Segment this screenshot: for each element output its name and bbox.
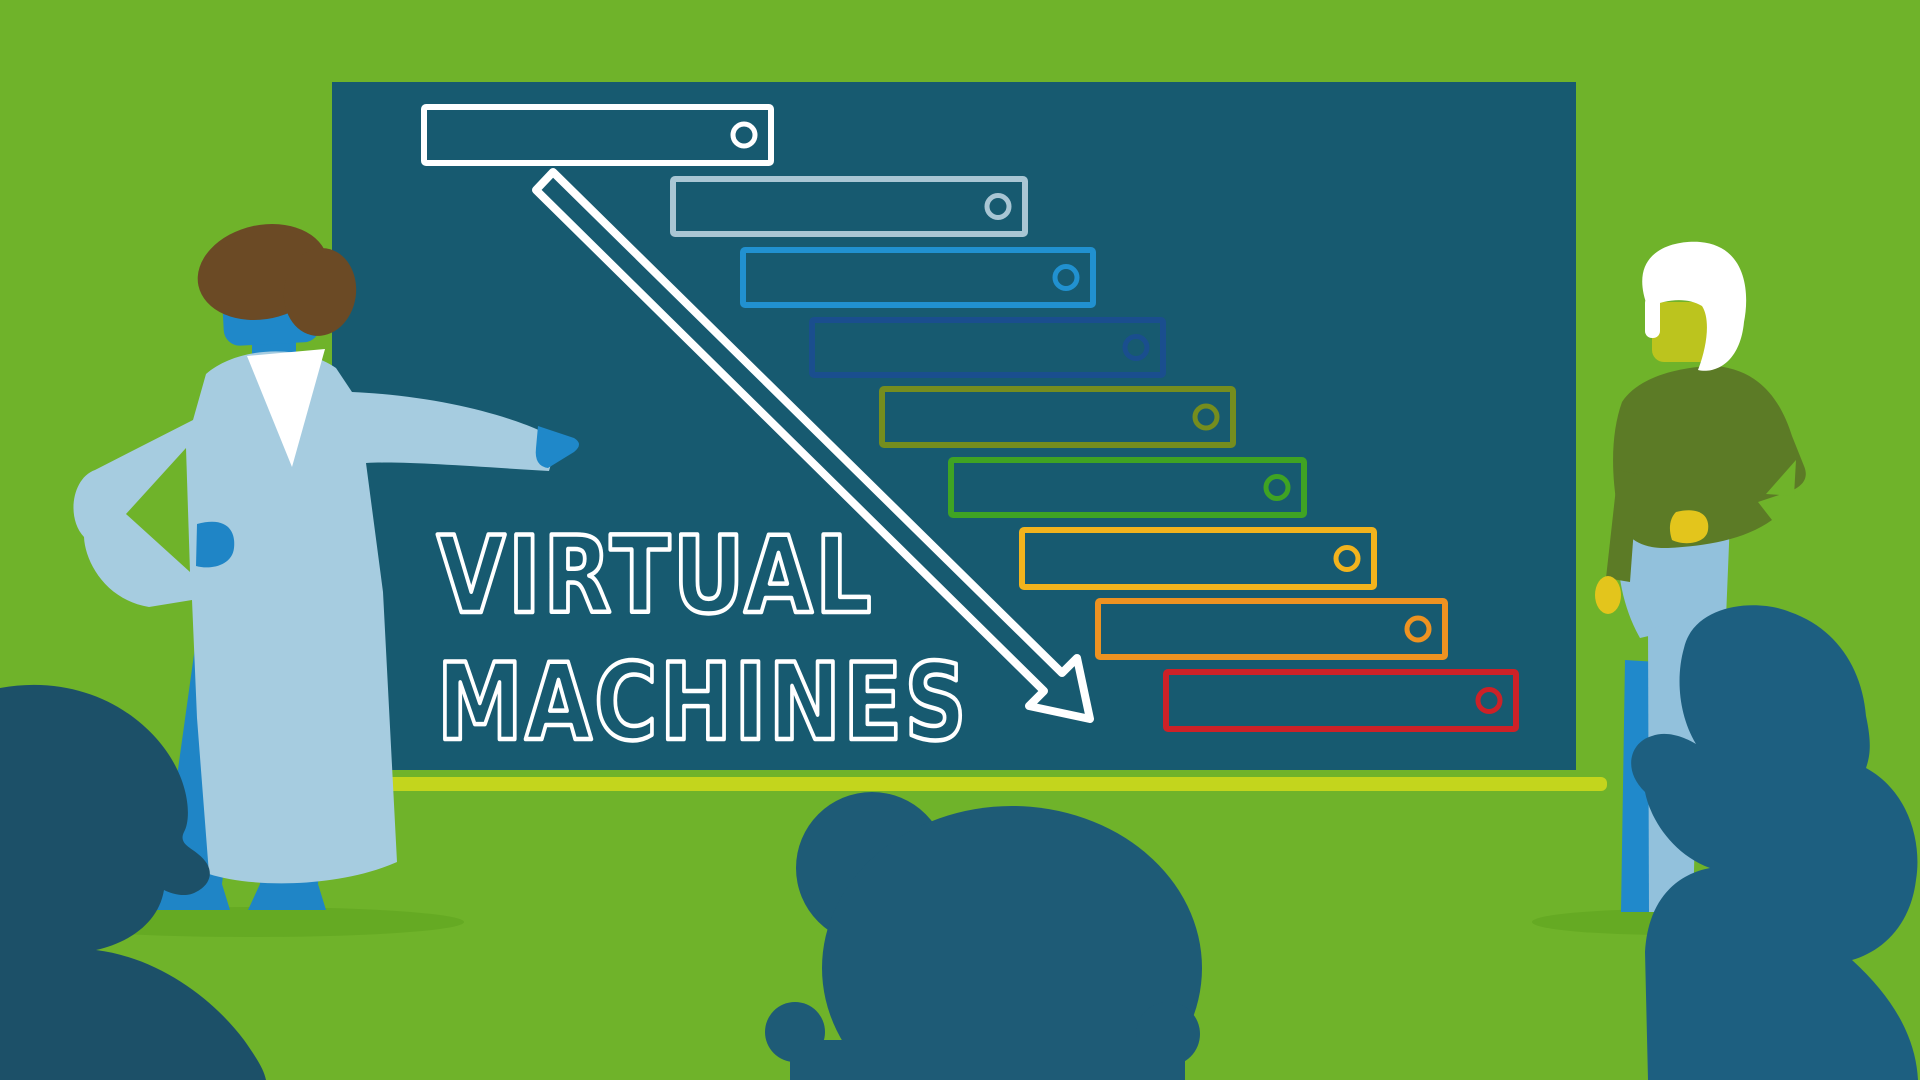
server-8 bbox=[1095, 598, 1448, 660]
server-stack bbox=[421, 104, 1519, 732]
server-2 bbox=[670, 176, 1028, 237]
server-6-led-icon bbox=[1263, 474, 1291, 501]
board-title: VIRTUAL MACHINES bbox=[435, 512, 969, 767]
audience-silhouettes bbox=[0, 605, 1918, 1080]
server-8-chassis bbox=[1095, 598, 1448, 660]
presenter-hip-hand bbox=[196, 521, 235, 568]
presenter-armpit-gap bbox=[126, 448, 190, 572]
server-7-chassis bbox=[1019, 527, 1377, 590]
observer-hair-fringe bbox=[1645, 296, 1660, 338]
server-4-led-icon bbox=[1122, 334, 1150, 361]
server-3 bbox=[740, 247, 1096, 308]
observer-jeans-hips bbox=[1616, 520, 1730, 638]
server-4 bbox=[809, 317, 1166, 378]
server-3-chassis bbox=[740, 247, 1096, 308]
audience-center-silhouette bbox=[765, 792, 1202, 1080]
server-5 bbox=[879, 386, 1236, 448]
server-3-led-icon bbox=[1052, 264, 1080, 291]
server-1-chassis bbox=[421, 104, 774, 166]
presenter-pointing-hand bbox=[535, 426, 579, 468]
presenter-figure bbox=[73, 224, 579, 910]
server-9 bbox=[1163, 669, 1519, 732]
presenter-jacket bbox=[73, 351, 558, 884]
presenter-hair-back bbox=[283, 248, 357, 336]
audience-left-silhouette bbox=[0, 684, 266, 1080]
server-9-chassis bbox=[1163, 669, 1519, 732]
observer-sweater bbox=[1613, 366, 1806, 549]
presenter-shirt bbox=[247, 349, 325, 467]
audience-center-head bbox=[822, 806, 1202, 1080]
observer-hanging-hand bbox=[1595, 576, 1621, 614]
observer-waist-hand bbox=[1669, 510, 1709, 544]
observer-hair bbox=[1642, 241, 1747, 371]
audience-center-torso bbox=[790, 1040, 1185, 1080]
server-1-led-icon bbox=[730, 121, 758, 149]
server-8-led-icon bbox=[1404, 615, 1432, 643]
downward-trend-arrow bbox=[532, 168, 1094, 723]
audience-right-silhouette bbox=[1631, 605, 1918, 1080]
server-6-chassis bbox=[948, 457, 1307, 518]
board-title-line1: VIRTUAL bbox=[437, 514, 874, 637]
observer-face bbox=[1652, 302, 1714, 362]
board-tray bbox=[315, 777, 1607, 791]
server-7 bbox=[1019, 527, 1377, 590]
server-4-chassis bbox=[809, 317, 1166, 378]
observer-hanging-arm bbox=[1606, 470, 1638, 582]
server-1 bbox=[421, 104, 774, 166]
server-9-led-icon bbox=[1475, 687, 1503, 714]
server-7-led-icon bbox=[1333, 545, 1361, 572]
server-6 bbox=[948, 457, 1307, 518]
server-5-chassis bbox=[879, 386, 1236, 448]
observer-elbow-gap bbox=[1766, 460, 1796, 496]
server-2-chassis bbox=[670, 176, 1028, 237]
server-5-led-icon bbox=[1192, 403, 1220, 431]
board-title-line2: MACHINES bbox=[437, 641, 969, 764]
server-2-led-icon bbox=[984, 193, 1012, 220]
